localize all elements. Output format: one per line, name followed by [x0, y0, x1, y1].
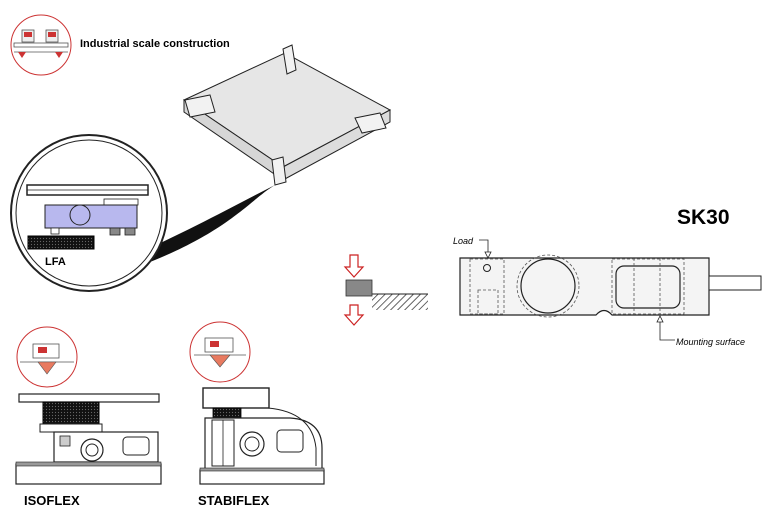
platform-load-cell-back — [282, 44, 297, 75]
platform-load-cell-front — [271, 156, 287, 186]
mounting-surface-label: Mounting surface — [676, 337, 746, 347]
load-label: Load — [453, 236, 474, 246]
scale-platform — [182, 44, 392, 186]
scale-badge-icon — [10, 14, 72, 76]
platform-load-cell-left — [184, 94, 216, 118]
isoflex-badge-icon — [16, 326, 78, 388]
stabiflex-label: STABIFLEX — [198, 493, 270, 508]
stabiflex-mount — [199, 387, 325, 485]
platform-load-cell-right — [354, 112, 387, 134]
isoflex-label: ISOFLEX — [24, 493, 80, 508]
product-title: SK30 — [677, 206, 730, 229]
page-title: Industrial scale construction — [80, 38, 230, 50]
callout-beam — [137, 185, 275, 262]
sk30-load-cell — [459, 239, 762, 341]
load-arrows — [343, 254, 428, 326]
lfa-label: LFA — [45, 256, 66, 268]
lfa-detail-magnifier — [10, 134, 168, 292]
stabiflex-badge-icon — [189, 321, 251, 383]
isoflex-mount — [15, 393, 162, 485]
